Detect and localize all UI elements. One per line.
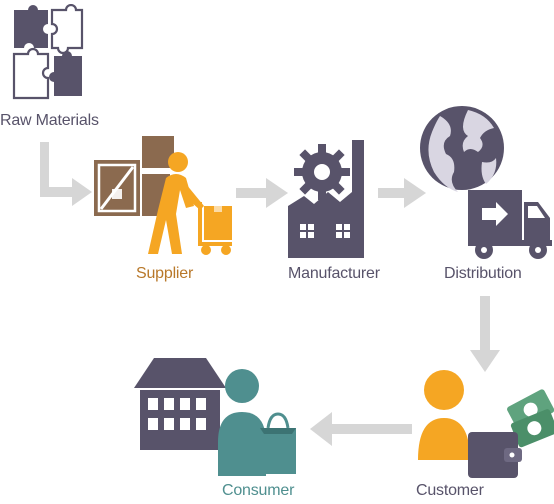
store-person-bags-icon	[134, 358, 296, 476]
distribution-node	[418, 102, 554, 262]
arrow-supplier-to-manufacturer	[236, 178, 288, 208]
worker-boxes-icon	[94, 136, 232, 255]
supplier-node	[94, 134, 238, 258]
raw-materials-label: Raw Materials	[0, 112, 99, 129]
arrow-distribution-to-customer	[470, 296, 500, 372]
person-wallet-icon	[418, 370, 554, 478]
customer-node	[418, 368, 554, 482]
customer-label: Customer	[416, 482, 484, 499]
distribution-label: Distribution	[444, 265, 522, 282]
raw-materials-node	[10, 4, 86, 104]
puzzle-icon	[12, 4, 84, 100]
supplier-label: Supplier	[136, 265, 194, 282]
manufacturer-label: Manufacturer	[288, 265, 380, 282]
factory-icon	[288, 140, 364, 258]
arrow-customer-to-consumer	[310, 412, 412, 446]
consumer-node	[134, 356, 300, 480]
arrow-manufacturer-to-distribution	[378, 178, 426, 208]
manufacturer-node	[288, 140, 380, 258]
globe-truck-icon	[420, 106, 552, 259]
arrow-raw-to-supplier	[40, 142, 92, 206]
consumer-label: Consumer	[222, 482, 295, 499]
